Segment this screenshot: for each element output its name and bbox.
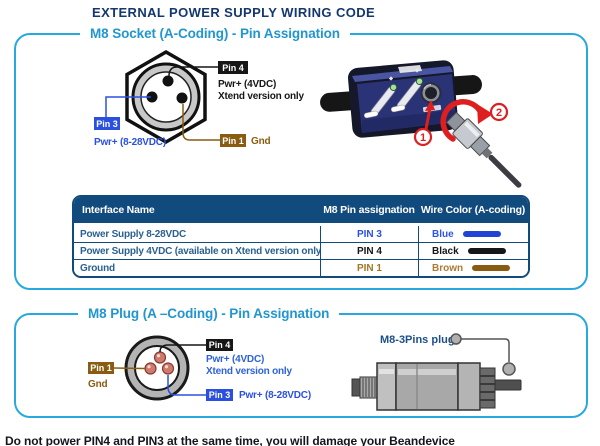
callout-dot [450,333,462,345]
callout-line [450,333,516,376]
header-pin-assignation: M8 Pin assignation [323,204,415,216]
table-row: Power Supply 8-28VDC PIN 3 Blue [74,226,528,242]
plug-pin4-contact [153,351,167,364]
wire-color-name: Black [432,245,459,257]
svg-text:1: 1 [420,132,426,144]
socket-pin3-hole [146,91,158,103]
header-interface-name: Interface Name [82,204,155,216]
plug-pin3-contact [161,362,175,375]
beandevice-illustration: 1 2 [320,60,522,188]
rotate-arrow-icon [440,99,485,142]
socket-pin1-callout: Pin 1 Gnd [182,104,271,147]
step-1-badge [413,127,433,147]
device-switch-2 [390,68,424,113]
plug-pin1-contact [144,362,157,375]
socket-pin4-badge: Pin 4 [222,63,244,73]
plug-section-title: M8 Plug (A –Coding) - Pin Assignation [78,306,340,321]
socket-pin1-desc: Gnd [251,136,270,147]
plug-diagram: Pin 1 Gnd Pin 4 Pwr+ (4VDC) Xtend versio… [88,333,522,411]
socket-pin4-desc1: Pwr+ (4VDC) [218,79,276,90]
socket-pin3-badge: Pin 3 [96,119,118,129]
step-2-badge [489,102,509,122]
header-wire-color: Wire Color (A-coding) [420,204,526,216]
socket-pin3-callout: Pin 3 Pwr+ (8-28VDC) [94,96,166,148]
socket-connector-diagram: Pin 4 Pwr+ (4VDC) Xtend version only Pin… [94,49,305,148]
socket-pin1-badge: Pin 1 [222,136,244,146]
socket-pin4-desc2: Xtend version only [218,91,305,102]
wire-color-swatch [462,231,501,237]
plug-pin1-callout: Pin 1 Gnd [88,362,146,390]
svg-text:2: 2 [496,107,502,119]
page-title: EXTERNAL POWER SUPPLY WIRING CODE [92,5,376,20]
socket-pin1-hole [176,92,188,104]
m8-plug-label: M8-3Pins plug [380,334,455,346]
socket-pin4-hole [162,75,174,87]
plug-body-illustration [351,362,522,411]
wiring-table: Interface Name M8 Pin assignation Wire C… [72,195,530,278]
socket-section-title: M8 Socket (A-Coding) - Pin Assignation [80,26,350,41]
metal-plug-cable [445,111,522,188]
plug-face [124,335,190,401]
table-header-row: Interface Name M8 Pin assignation Wire C… [74,197,528,226]
warning-text: Do not power PIN4 and PIN3 at the same t… [5,434,455,446]
step-1-annotation: 1 [413,100,435,147]
wire-color-name: Brown [432,262,464,274]
callout-dot [502,362,516,376]
wire-color-name: Blue [432,228,454,240]
plug-pin1-badge: Pin 1 [90,363,112,373]
led-icon [389,83,398,92]
plug-pin4-desc2: Xtend version only [206,366,293,377]
plug-pin1-desc: Gnd [88,379,107,390]
wire-color-swatch [472,265,511,271]
m8-plug-photo: M8-3Pins plug [351,333,522,411]
led-icon [415,77,424,86]
table-row: Power Supply 4VDC (available on Xtend ve… [74,242,528,259]
device-switch-1 [363,76,398,119]
plug-pin3-callout: Pin 3 Pwr+ (8-28VDC) [167,375,311,401]
socket-pin3-desc: Pwr+ (8-28VDC) [94,137,166,148]
step-2-annotation: 2 [440,99,509,142]
table-row: Ground PIN 1 Brown [74,259,528,276]
plug-pin3-desc: Pwr+ (8-28VDC) [239,390,311,401]
beandevice-box [347,60,459,138]
socket-pin4-callout: Pin 4 Pwr+ (4VDC) Xtend version only [168,61,305,102]
wire-color-swatch [467,248,506,254]
arrow-icon [424,107,432,130]
plug-pin4-desc1: Pwr+ (4VDC) [206,354,264,365]
plug-pin4-badge: Pin 4 [209,340,231,350]
plug-pin4-callout: Pin 4 Pwr+ (4VDC) Xtend version only [159,339,293,377]
plug-pin3-badge: Pin 3 [209,390,231,400]
plug-section: M8 Plug (A –Coding) - Pin Assignation [14,306,588,418]
